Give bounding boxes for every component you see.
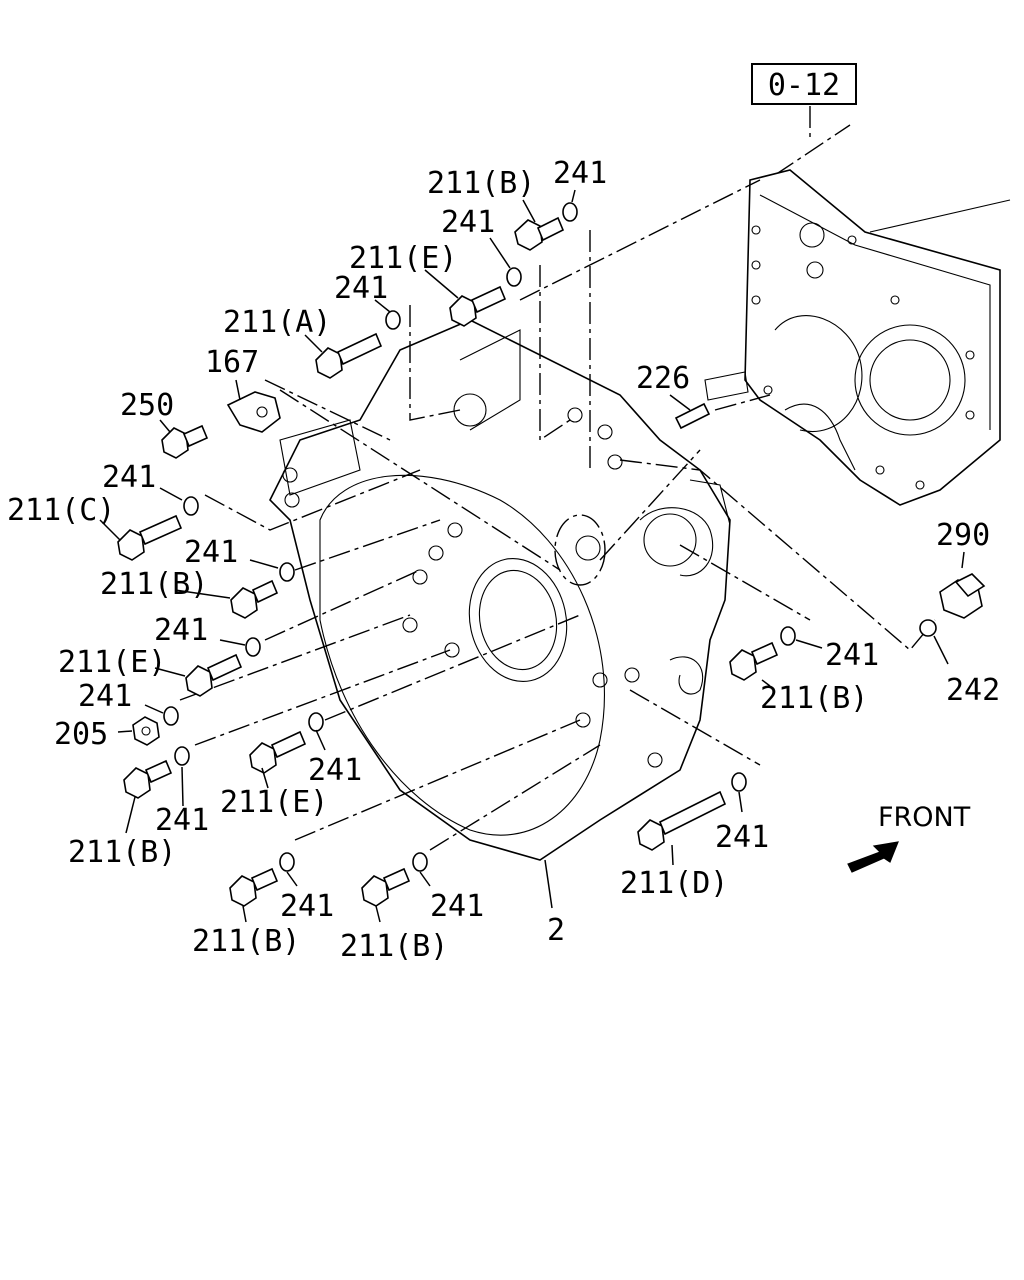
label-211c: 211(C) [7,493,115,528]
bolt-211e-low [249,730,307,774]
label-211b-bl: 211(B) [192,924,300,959]
washer-241-c [385,310,401,330]
label-241-top: 241 [553,156,607,191]
washer-241-h [174,746,190,766]
washer-241-m [780,626,796,646]
bolt-211e-top [449,285,507,327]
washer-241-l [731,772,747,792]
label-211b-mid: 211(B) [100,567,208,602]
label-211d: 211(D) [620,866,728,901]
washer-241-f [245,637,261,657]
label-241-d: 241 [102,460,156,495]
label-241-h: 241 [155,803,209,838]
reference-box-label: 0-12 [768,68,840,103]
label-205: 205 [54,717,108,752]
bracket-167 [226,391,281,433]
bolt-211a [315,332,383,379]
label-241-g: 241 [78,679,132,714]
label-226: 226 [636,361,690,396]
washer-241-g [163,706,179,726]
washer-241-e [279,562,295,582]
front-indicator: FRONT [847,802,971,873]
label-167: 167 [205,345,259,380]
label-241-f: 241 [154,613,208,648]
callout-leaders [99,189,965,923]
front-cover-part [704,169,1011,506]
washer-241-j [279,852,295,872]
bolt-211b-bm [361,867,411,907]
reference-box[interactable]: 0-12 [751,63,857,105]
label-211e-mid: 211(E) [58,645,166,680]
bolt-211d [637,790,727,851]
plug-290 [939,573,986,619]
assembly-leaders [179,179,936,851]
label-241-k: 241 [430,889,484,924]
label-250: 250 [120,388,174,423]
oring-242 [919,619,937,637]
washer-241-k [412,852,428,872]
stud-226 [674,402,711,430]
bolt-211b-right [729,641,779,681]
bolt-211b-mid [230,579,279,619]
label-241-j: 241 [280,889,334,924]
label-211b-bm: 211(B) [340,929,448,964]
label-211b-right: 211(B) [760,681,868,716]
label-211a: 211(A) [223,305,331,340]
bolt-211b-top [514,216,565,251]
bolt-211e-mid [185,653,243,697]
callout-labels: 211(B) 241 241 211(E) 241 211(A) 167 250… [7,156,1000,964]
label-241-l: 241 [715,820,769,855]
washer-241-i [308,712,324,732]
label-241-i: 241 [308,753,362,788]
nut-205 [132,716,160,746]
washer-241-d [183,496,199,516]
label-211b-top: 211(B) [427,166,535,201]
label-211b-left: 211(B) [68,835,176,870]
label-211e-low: 211(E) [220,785,328,820]
bolt-250 [161,424,209,459]
bolt-211b-bl [229,867,279,907]
fasteners [117,202,986,907]
label-241-m: 241 [825,638,879,673]
label-241-e: 241 [184,535,238,570]
bolt-211c [117,514,183,561]
bolt-211b-left [123,759,173,799]
washer-241-top [562,202,578,222]
flywheel-housing-part [269,319,731,861]
label-290: 290 [936,518,990,553]
front-label: FRONT [878,802,971,833]
label-241-c: 241 [334,271,388,306]
label-242: 242 [946,673,1000,708]
label-241-b: 241 [441,205,495,240]
reference-leader [774,106,851,176]
washer-241-b [506,267,522,287]
label-2: 2 [547,913,565,948]
label-211e-top: 211(E) [349,241,457,276]
front-arrow-icon [847,841,899,873]
